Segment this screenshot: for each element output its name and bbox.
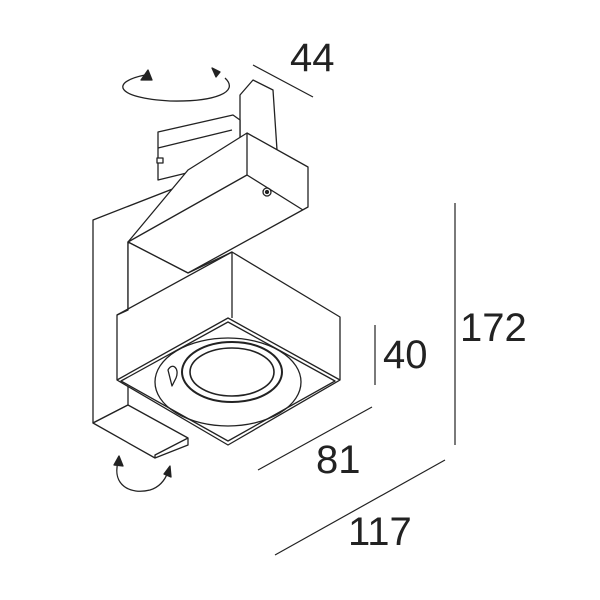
dimension-lines	[252, 64, 456, 556]
lamp-head	[116, 241, 341, 446]
dimension-length-total: 117	[348, 510, 412, 554]
tilt-arrow-icon	[113, 455, 172, 492]
dimension-width-head: 81	[316, 438, 361, 482]
dimension-depth-top: 44	[290, 36, 335, 80]
dimension-height-head: 40	[383, 333, 428, 377]
rotate-horizontal-arrow-icon	[122, 67, 230, 102]
dimension-height-total: 172	[460, 306, 527, 350]
